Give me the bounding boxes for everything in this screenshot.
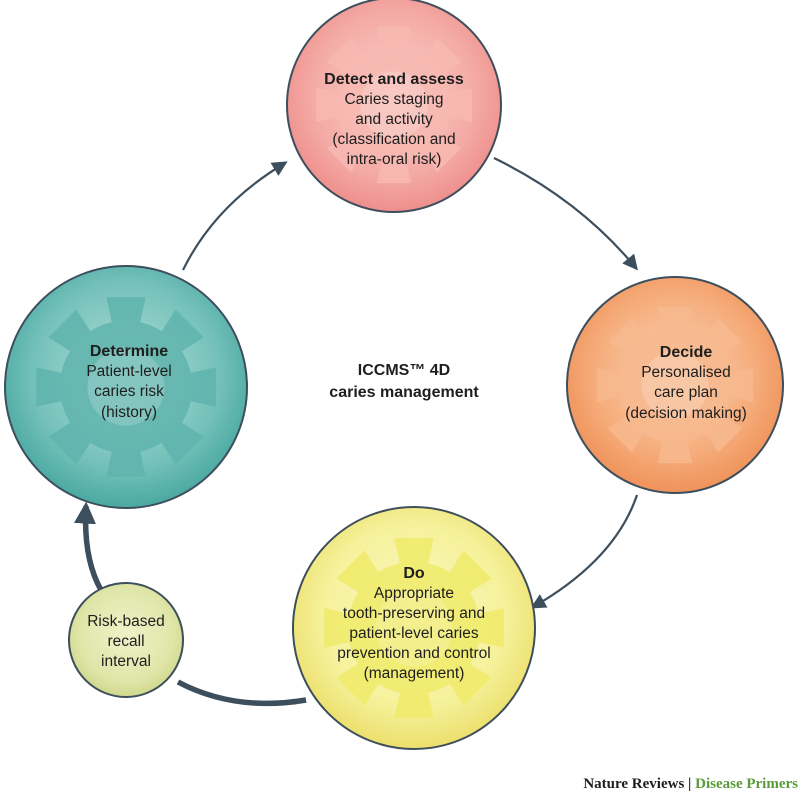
recall-line-2: recall — [107, 633, 144, 650]
gear-icon — [36, 297, 216, 477]
arrow-detect-to-decide — [493, 157, 638, 271]
journal-section: Disease Primers — [695, 776, 798, 792]
decide-line-1: Personalised — [641, 364, 731, 381]
arrow-do-to-recall — [176, 679, 307, 707]
gear-shape — [324, 538, 504, 718]
node-recall — [68, 582, 184, 698]
gear-hub — [360, 71, 428, 139]
gear-hub — [87, 348, 165, 426]
determine-title: Determine — [90, 343, 168, 360]
determine-line-3: (history) — [101, 404, 157, 421]
arrow-decide-to-do — [530, 494, 639, 609]
gear-icon — [315, 26, 473, 184]
do-title: Do — [403, 565, 425, 582]
node-do — [292, 506, 536, 750]
detect-line-1: Caries staging — [344, 91, 443, 108]
detect-line-4: intra-oral risk) — [347, 151, 442, 168]
determine-line-1: Patient-level — [86, 363, 171, 380]
decide-title: Decide — [660, 344, 713, 361]
journal-footer: Nature Reviews | Disease Primers — [583, 776, 798, 793]
center-title-line-2: caries management — [329, 384, 479, 401]
do-line-3: patient-level caries — [349, 625, 478, 642]
footer-separator: | — [684, 776, 696, 792]
node-decide — [566, 276, 784, 494]
detect-line-2: and activity — [355, 111, 433, 128]
recall-line-1: Risk-based — [87, 613, 165, 630]
center-title-line-1: ICCMS™ 4D — [358, 362, 450, 379]
recall-line-3: interval — [101, 653, 151, 670]
decide-line-3: (decision making) — [625, 405, 746, 422]
journal-name: Nature Reviews — [583, 776, 685, 792]
determine-line-2: caries risk — [94, 383, 164, 400]
gear-shape — [36, 297, 216, 477]
node-detect — [286, 0, 502, 213]
node-determine — [4, 265, 248, 509]
gear-shape — [596, 306, 754, 464]
gear-icon — [324, 538, 504, 718]
gear-icon — [596, 306, 754, 464]
do-line-5: (management) — [364, 665, 465, 682]
detect-title: Detect and assess — [324, 71, 464, 88]
do-line-1: Appropriate — [374, 585, 454, 602]
arrow-recall-to-determine — [74, 501, 104, 592]
arrow-determine-to-detect — [182, 161, 288, 271]
do-line-4: prevention and control — [337, 645, 490, 662]
do-line-2: tooth-preserving and — [343, 605, 485, 622]
gear-shape — [315, 26, 473, 184]
decide-line-2: care plan — [654, 384, 718, 401]
detect-line-3: (classification and — [332, 131, 455, 148]
gear-hub — [641, 351, 709, 419]
gear-hub — [375, 589, 453, 667]
